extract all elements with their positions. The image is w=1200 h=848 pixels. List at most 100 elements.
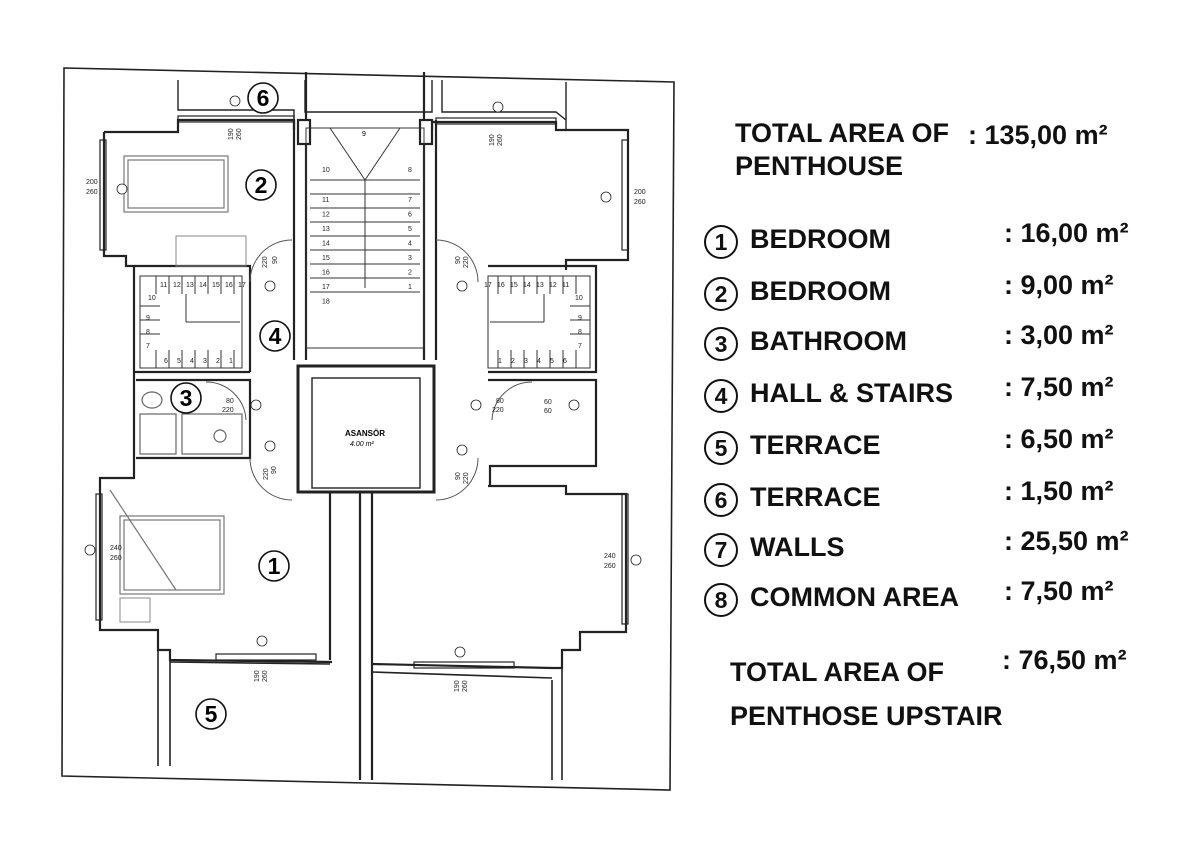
stair-step-number: 14 [322, 241, 330, 248]
svg-text:3: 3 [180, 385, 193, 411]
svg-text:190: 190 [254, 670, 261, 682]
svg-text:190: 190 [489, 134, 496, 146]
stair-step-number: 2 [511, 358, 515, 365]
svg-text:80: 80 [496, 398, 504, 405]
legend-number: 5 [704, 431, 738, 465]
svg-text:1: 1 [268, 553, 281, 579]
stair-step-number: 13 [322, 226, 330, 233]
stair-step-number: 4 [190, 358, 194, 365]
svg-text:80: 80 [226, 398, 234, 405]
stair-step-number: 13 [536, 282, 544, 289]
legend-number: 2 [704, 277, 738, 311]
stair-step-number: 17 [238, 282, 246, 289]
room-marker-4: 4 [259, 320, 291, 352]
svg-text:90: 90 [271, 466, 278, 474]
svg-text:90: 90 [455, 256, 462, 264]
stair-step-number: 13 [186, 282, 194, 289]
stair-step-number: 2 [408, 270, 412, 277]
room-marker-3: 3 [170, 382, 202, 414]
total-area-title: TOTAL AREA OF PENTHOUSE [735, 118, 949, 181]
stair-step-number: 15 [322, 255, 330, 262]
stair-step-number: 18 [322, 299, 330, 306]
stair-step-number: 6 [563, 358, 567, 365]
elevator-label: ASANSÖR [345, 429, 385, 438]
svg-text:240: 240 [604, 553, 616, 560]
terrace-bottom [157, 650, 563, 780]
svg-text:90: 90 [272, 256, 279, 264]
stair-step-number: 5 [550, 358, 554, 365]
upstair-area-title: TOTAL AREA OF PENTHOSE UPSTAIR [730, 657, 1003, 731]
stair-step-number: 11 [562, 282, 569, 289]
svg-text:220: 220 [463, 472, 470, 484]
svg-text:200: 200 [86, 179, 98, 186]
stair-step-number: 1 [498, 358, 502, 365]
svg-text:90: 90 [455, 472, 462, 480]
total-area-value: : 135,00 m² [968, 120, 1108, 150]
stair-step-number: 5 [177, 358, 181, 365]
svg-text:220: 220 [463, 256, 470, 268]
svg-text:220: 220 [263, 468, 270, 480]
stair-step-number: 3 [408, 255, 412, 262]
stair-step-number: 10 [148, 295, 156, 302]
legend-room-area: : 7,50 m² [1004, 576, 1114, 606]
stair-step-number: 5 [408, 226, 412, 233]
svg-text:260: 260 [236, 128, 243, 140]
svg-text:240: 240 [110, 545, 122, 552]
elevator-area: 4.00 m² [350, 441, 374, 448]
svg-text:4: 4 [269, 323, 282, 349]
svg-text:260: 260 [634, 199, 646, 206]
svg-text:260: 260 [462, 680, 469, 692]
stair-step-number: 1 [229, 358, 233, 365]
main-stair [305, 127, 425, 349]
stair-step-number: 11 [322, 197, 329, 204]
legend-room-area: : 3,00 m² [1004, 320, 1114, 350]
stair-step-number: 17 [484, 282, 492, 289]
dimension-labels: 190 260 190 260 200 260 200 260 240 260 … [86, 128, 646, 692]
svg-text:220: 220 [492, 407, 504, 414]
legend-room-label: TERRACE [750, 482, 881, 512]
legend-room-label: BEDROOM [750, 276, 891, 306]
fixture-tags [84, 95, 642, 658]
stair-step-number: 8 [146, 329, 150, 336]
stair-step-number: 10 [575, 295, 583, 302]
stair-step-number: 15 [212, 282, 220, 289]
legend-room-area: : 9,00 m² [1004, 270, 1114, 300]
upstair-area-value: : 76,50 m² [1002, 645, 1127, 675]
stair-step-number: 15 [510, 282, 518, 289]
svg-text:6: 6 [257, 85, 270, 111]
stair-step-number: 6 [408, 212, 412, 219]
legend-room-area: : 7,50 m² [1004, 372, 1114, 402]
svg-text:260: 260 [604, 563, 616, 570]
stair-main-top-num: 9 [362, 131, 366, 138]
stair-step-number: 4 [408, 241, 412, 248]
legend-number: 4 [704, 379, 738, 413]
stair-step-number: 3 [524, 358, 528, 365]
room-marker-6: 6 [247, 82, 279, 114]
stair-step-number: 16 [322, 270, 330, 277]
svg-text:260: 260 [110, 555, 122, 562]
legend-row: 2 BEDROOM : 9,00 m² [704, 270, 1184, 314]
stair-step-number: 17 [322, 284, 330, 291]
room-markers: 1 2 3 4 5 6 [170, 82, 291, 730]
stair-step-number: 12 [322, 212, 330, 219]
legend-number: 6 [704, 483, 738, 517]
legend-room-area: : 16,00 m² [1004, 218, 1129, 248]
room-marker-1: 1 [258, 550, 290, 582]
stair-step-number: 11 [160, 282, 167, 289]
svg-text:5: 5 [205, 701, 218, 727]
svg-text:60: 60 [544, 399, 552, 406]
legend-number: 7 [704, 533, 738, 567]
stair-step-number: 3 [203, 358, 207, 365]
legend-room-area: : 6,50 m² [1004, 424, 1114, 454]
building-walls [98, 72, 630, 780]
svg-text:260: 260 [497, 134, 504, 146]
stair-step-number: 7 [408, 197, 412, 204]
